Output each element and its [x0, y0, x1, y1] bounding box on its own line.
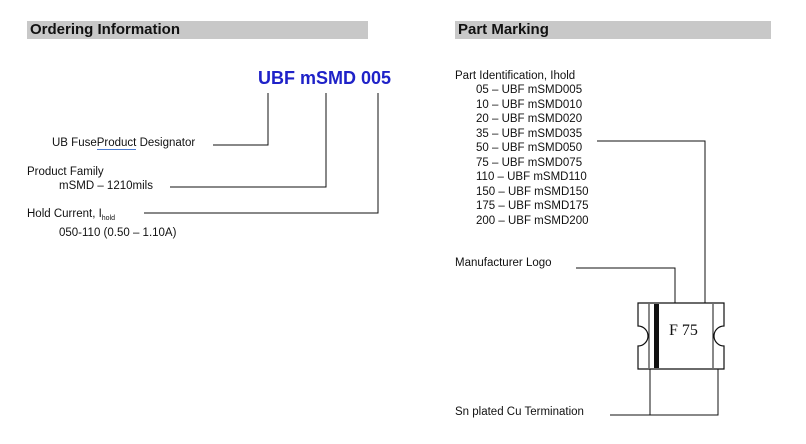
hold-current-value: 050-110 (0.50 – 1.10A) [59, 227, 177, 239]
chip-outline [637, 302, 725, 370]
family-leader [170, 93, 327, 188]
manufacturer-logo-label: Manufacturer Logo [455, 257, 552, 269]
designator-leader [213, 93, 269, 146]
list-item: 150 – UBF mSMD150 [476, 185, 589, 198]
designator-underlined: Product [96, 137, 137, 150]
list-item: 175 – UBF mSMD175 [476, 200, 589, 212]
designator-label: UB FuseProduct Designator [52, 136, 195, 150]
list-item: 05 – UBF mSMD005 [476, 84, 583, 96]
part-code: UBF mSMD 005 [258, 68, 392, 88]
list-item: 20 – UBF mSMD020 [476, 113, 583, 125]
designator-prefix: UB Fuse [52, 137, 97, 149]
list-item: 50 – UBF mSMD050 [476, 142, 583, 154]
family-value: mSMD – 1210mils [59, 180, 153, 192]
ordering-info-header: Ordering Information [27, 21, 368, 39]
hold-subscript: hold [101, 215, 116, 222]
chip [637, 302, 725, 370]
hold-leader [144, 93, 379, 214]
termination-label: Sn plated Cu Termination [455, 406, 584, 418]
chip-marking-text: F 75 [669, 322, 698, 339]
list-item: 10 – UBF mSMD010 [476, 98, 583, 111]
part-id-label: Part Identification, Ihold [455, 70, 576, 82]
family-label: Product Family [27, 166, 104, 178]
marking-list: 05 – UBF mSMD005 10 – UBF mSMD010 20 – U… [476, 83, 589, 228]
list-item: 200 – UBF mSMD200 [476, 214, 589, 227]
termination-leader [610, 368, 719, 416]
designator-suffix: Designator [136, 137, 196, 149]
list-item: 110 – UBF mSMD110 [476, 171, 587, 183]
list-item: 35 – UBF mSMD035 [476, 127, 583, 140]
part-marking-header: Part Marking [455, 21, 771, 39]
logo-leader [576, 267, 676, 304]
list-item: 75 – UBF mSMD075 [476, 156, 583, 169]
hold-current-label: Hold Current, Ihold [27, 207, 115, 226]
hold-current-text: Hold Current, I [27, 208, 102, 220]
chip-logo-bar [654, 304, 659, 368]
